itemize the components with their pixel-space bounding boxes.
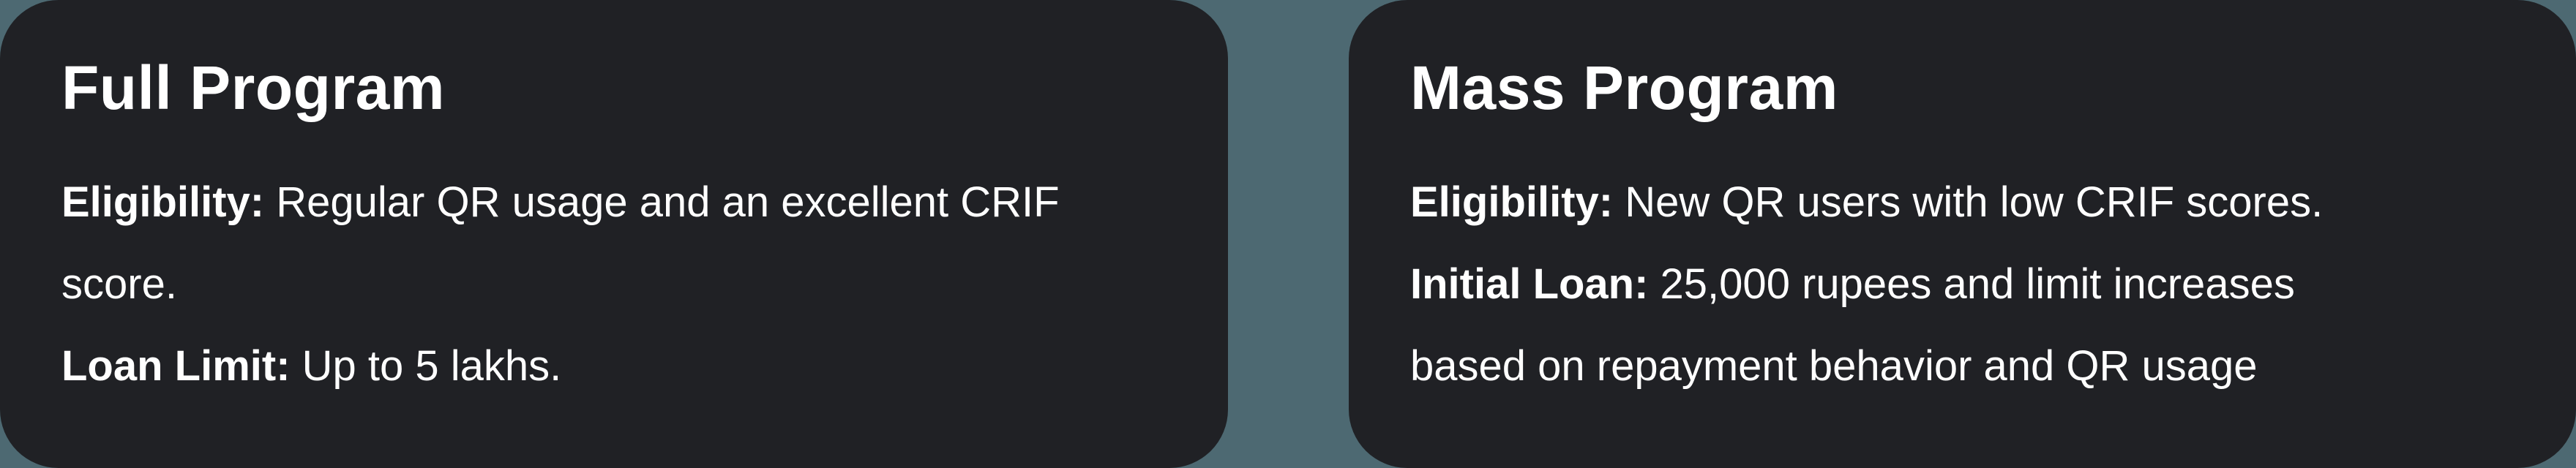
program-card-full: Full Program Eligibility: Regular QR usa… [0,0,1228,468]
card-text-line: Loan Limit: Up to 5 lakhs. [61,325,1167,407]
card-text-line: Initial Loan: 25,000 rupees and limit in… [1410,244,2515,325]
text-regular: 25,000 rupees and limit increases [1660,260,2295,308]
text-label-bold: Loan Limit: [61,341,302,390]
card-body-full-program: Eligibility: Regular QR usage and an exc… [61,162,1167,407]
card-title-mass-program: Mass Program [1410,53,1838,122]
card-body-mass-program: Eligibility: New QR users with low CRIF … [1410,162,2515,407]
text-regular: Regular QR usage and an excellent CRIF [276,178,1060,226]
text-label-bold: Eligibility: [61,178,277,226]
card-text-line: Eligibility: New QR users with low CRIF … [1410,162,2515,244]
text-label-bold: Eligibility: [1410,178,1625,226]
text-regular: score. [61,260,177,308]
card-text-line: score. [61,244,1167,325]
text-regular: New QR users with low CRIF scores. [1625,178,2324,226]
card-text-line: based on repayment behavior and QR usage [1410,325,2515,407]
card-text-line: Eligibility: Regular QR usage and an exc… [61,162,1167,244]
text-regular: based on repayment behavior and QR usage [1410,341,2258,390]
card-title-full-program: Full Program [61,53,446,122]
text-label-bold: Initial Loan: [1410,260,1660,308]
program-card-mass: Mass Program Eligibility: New QR users w… [1349,0,2576,468]
text-regular: Up to 5 lakhs. [302,341,562,390]
